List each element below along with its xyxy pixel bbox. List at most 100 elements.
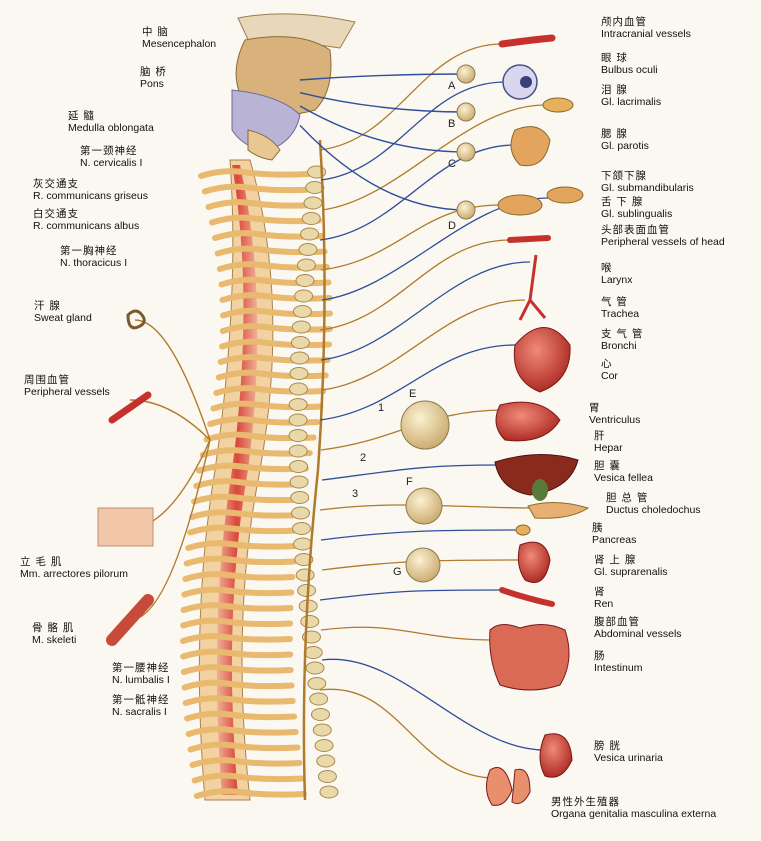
organs (97, 34, 590, 806)
chain-ganglion (312, 723, 332, 737)
spinal-nerve-root (180, 633, 294, 644)
spinal-nerve-root (182, 571, 296, 582)
brainstem (231, 13, 356, 161)
spinal-nerve-root (193, 788, 307, 799)
chain-ganglion (301, 212, 321, 225)
spinal-nerve-root (201, 183, 315, 195)
autonomic-nerve (319, 43, 503, 151)
chain-ganglion (294, 289, 314, 303)
cranial-nerve (299, 73, 467, 81)
chain-ganglion (309, 692, 329, 706)
chain-ganglion (288, 413, 308, 427)
chain-ganglion (310, 708, 330, 721)
autonomic-nerve (321, 464, 501, 481)
autonomic-nerve (319, 589, 503, 601)
autonomic-nerve (320, 261, 531, 361)
spinal-nerve-root (193, 478, 307, 489)
chain-ganglion (296, 258, 316, 272)
chain-ganglion (305, 181, 325, 194)
spinal-nerve-root (181, 586, 295, 598)
chain-ganglion (291, 522, 311, 535)
spinal-nerve-root (185, 540, 299, 551)
ganglion-letter-b: B (448, 118, 456, 130)
chain-ganglion (288, 444, 308, 458)
cranial-nerve (299, 105, 467, 153)
chain-ganglion (295, 568, 315, 582)
spinal-nerve-root (180, 617, 294, 629)
chain-ganglion (290, 491, 310, 504)
autonomic-nerve (321, 104, 546, 211)
ganglion-letter-e: E (409, 388, 417, 400)
chain-ganglion (298, 243, 318, 256)
ganglion-letter-f: F (406, 476, 413, 488)
spinal-nerve-root (189, 509, 303, 520)
autonomic-nerve (320, 626, 496, 641)
cranial-nerve (299, 124, 467, 211)
chain-ganglion (289, 475, 309, 489)
path-number-3: 3 (352, 488, 359, 500)
spinal-nerve-root (180, 602, 294, 613)
chain-ganglion (290, 336, 310, 349)
chain-ganglion (291, 506, 311, 520)
chain-ganglion (288, 429, 308, 442)
spinal-nerve-root (189, 757, 303, 768)
spinal-nerve-root (182, 695, 296, 706)
spinal-nerve-root (184, 710, 298, 722)
path-number-1: 1 (378, 402, 385, 414)
spinal-nerve-root (183, 555, 297, 567)
autonomic-nerve (320, 81, 506, 181)
autonomic-nerve (321, 299, 526, 391)
autonomic-nerve (319, 344, 516, 421)
prevertebral-ganglia (400, 400, 450, 583)
autonomic-nerve (319, 144, 516, 241)
spinal-nerve-root (191, 772, 305, 784)
chain-ganglion (317, 770, 337, 783)
chain-ganglion (293, 537, 313, 551)
spinal-nerve-root (208, 214, 322, 226)
spinal-nerve-root (205, 199, 319, 210)
peripheral-nerve (134, 319, 211, 441)
chain-ganglion (300, 615, 320, 628)
chain-ganglion (292, 305, 312, 318)
chain-ganglion (300, 227, 320, 241)
spinal-nerve-root (181, 679, 295, 691)
chain-ganglion (295, 274, 315, 287)
spinal-nerve-root (195, 462, 309, 474)
autonomic-nerve (319, 688, 496, 779)
chain-ganglion (291, 320, 311, 334)
spinal-nerve-root (219, 338, 333, 350)
cranial-ganglia (456, 64, 476, 220)
chain-ganglion (314, 739, 334, 752)
spinal-nerve-root (187, 524, 301, 536)
